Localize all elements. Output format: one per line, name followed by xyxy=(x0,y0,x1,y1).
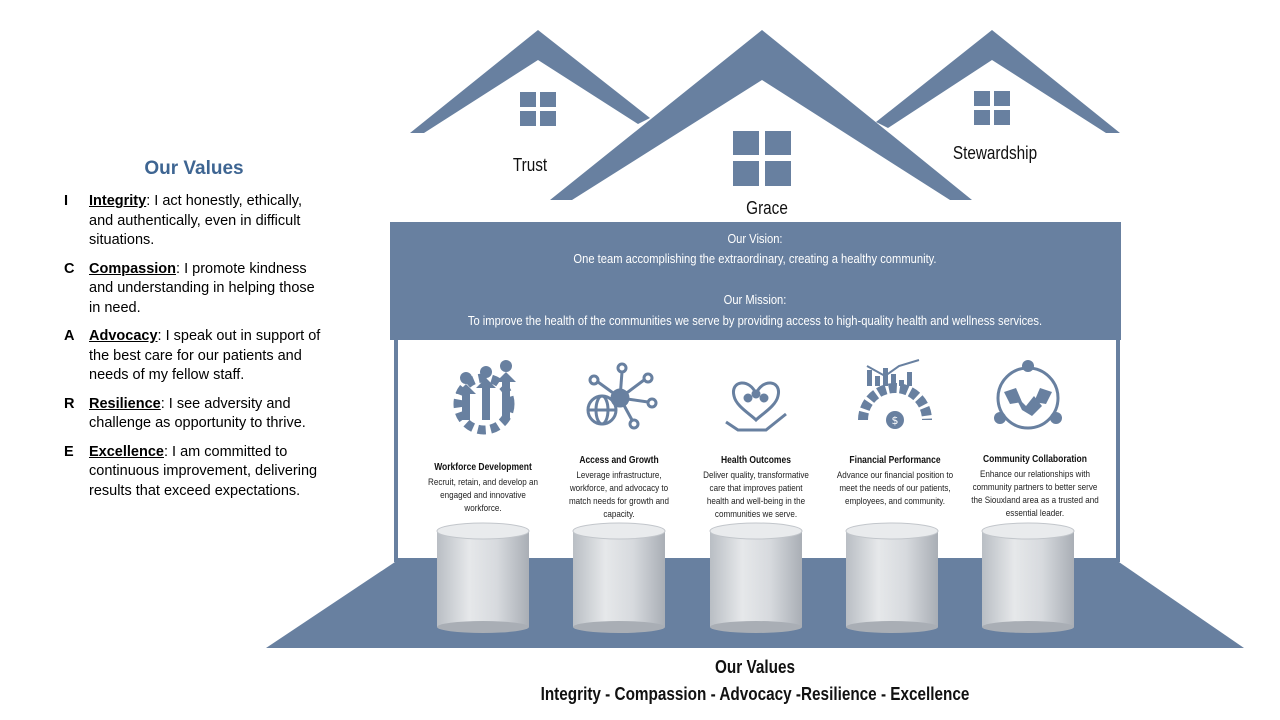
value-description: : I speak out in support of the best car… xyxy=(89,328,321,383)
value-name: Advocacy xyxy=(89,328,158,344)
value-item-advocacy: A Advocacy: I speak out in support of th… xyxy=(64,327,334,386)
value-description: : I see adversity and challenge as oppor… xyxy=(89,395,306,432)
value-item-integrity: I Integrity: I act honestly, ethically, … xyxy=(64,192,334,251)
vision-mission-banner xyxy=(390,222,1121,340)
mission-text: To improve the health of the communities… xyxy=(467,313,1043,328)
roof-label-trust: Trust xyxy=(512,155,548,175)
pillar-title: Community Collaboration xyxy=(983,454,1087,465)
vision-text: One team accomplishing the extraordinary… xyxy=(573,251,937,266)
footer-title: Our Values xyxy=(715,657,795,677)
pillar-description: Enhance our relationships with community… xyxy=(971,469,1099,519)
pillar-title: Health Outcomes xyxy=(721,455,791,466)
value-item-excellence: E Excellence: I am committed to continuo… xyxy=(64,443,334,502)
pillar-title: Financial Performance xyxy=(849,455,941,466)
network-globe-icon xyxy=(586,362,658,430)
workforce-icon xyxy=(453,360,516,435)
value-name: Integrity xyxy=(89,193,147,209)
financial-gauge-icon: $ xyxy=(858,359,932,429)
column xyxy=(709,522,803,633)
column xyxy=(845,522,939,633)
column xyxy=(572,522,666,633)
value-letter: E xyxy=(64,443,74,460)
value-description: : I am committed to continuous improveme… xyxy=(89,443,318,499)
value-name: Compassion xyxy=(89,260,177,277)
collaboration-icon xyxy=(994,360,1062,430)
value-name: Resilience xyxy=(89,395,161,412)
value-description: : I promote kindness and understanding i… xyxy=(89,260,315,316)
roof-center xyxy=(550,30,972,200)
window-icon xyxy=(974,91,1010,125)
window-icon xyxy=(733,131,791,186)
svg-text:$: $ xyxy=(892,414,899,427)
heart-hand-icon xyxy=(725,381,787,432)
pillar-description: Recruit, retain, and develop an engaged … xyxy=(428,477,538,514)
value-letter: R xyxy=(64,395,75,412)
pillar-description: Leverage infrastructure, workforce, and … xyxy=(568,470,670,520)
values-title: Our Values xyxy=(144,158,244,179)
column xyxy=(436,522,530,633)
value-letter: A xyxy=(64,328,75,344)
vision-label: Our Vision: xyxy=(727,231,783,246)
roof-label-stewardship: Stewardship xyxy=(952,143,1038,163)
value-letter: C xyxy=(64,260,75,277)
roof-label-grace: Grace xyxy=(746,198,788,218)
pillar-title: Workforce Development xyxy=(434,462,532,473)
pillar-description: Deliver quality, transformative care tha… xyxy=(703,470,809,520)
pillar-title: Access and Growth xyxy=(579,455,659,466)
mission-label: Our Mission: xyxy=(723,292,787,307)
value-name: Excellence xyxy=(89,443,164,460)
value-item-compassion: C Compassion: I promote kindness and und… xyxy=(64,260,334,319)
value-item-resilience: R Resilience: I see adversity and challe… xyxy=(64,395,334,434)
value-description: : I act honestly, ethically, and authent… xyxy=(89,193,303,248)
values-panel: Our Values I Integrity: I act honestly, … xyxy=(64,158,334,510)
column xyxy=(981,522,1075,633)
footer-values: Integrity - Compassion - Advocacy -Resil… xyxy=(540,684,970,704)
pillar-description: Advance our financial position to meet t… xyxy=(836,470,954,507)
roof-left xyxy=(410,30,650,133)
value-letter: I xyxy=(64,193,69,209)
roof-right xyxy=(876,30,1120,133)
window-icon xyxy=(520,92,556,126)
